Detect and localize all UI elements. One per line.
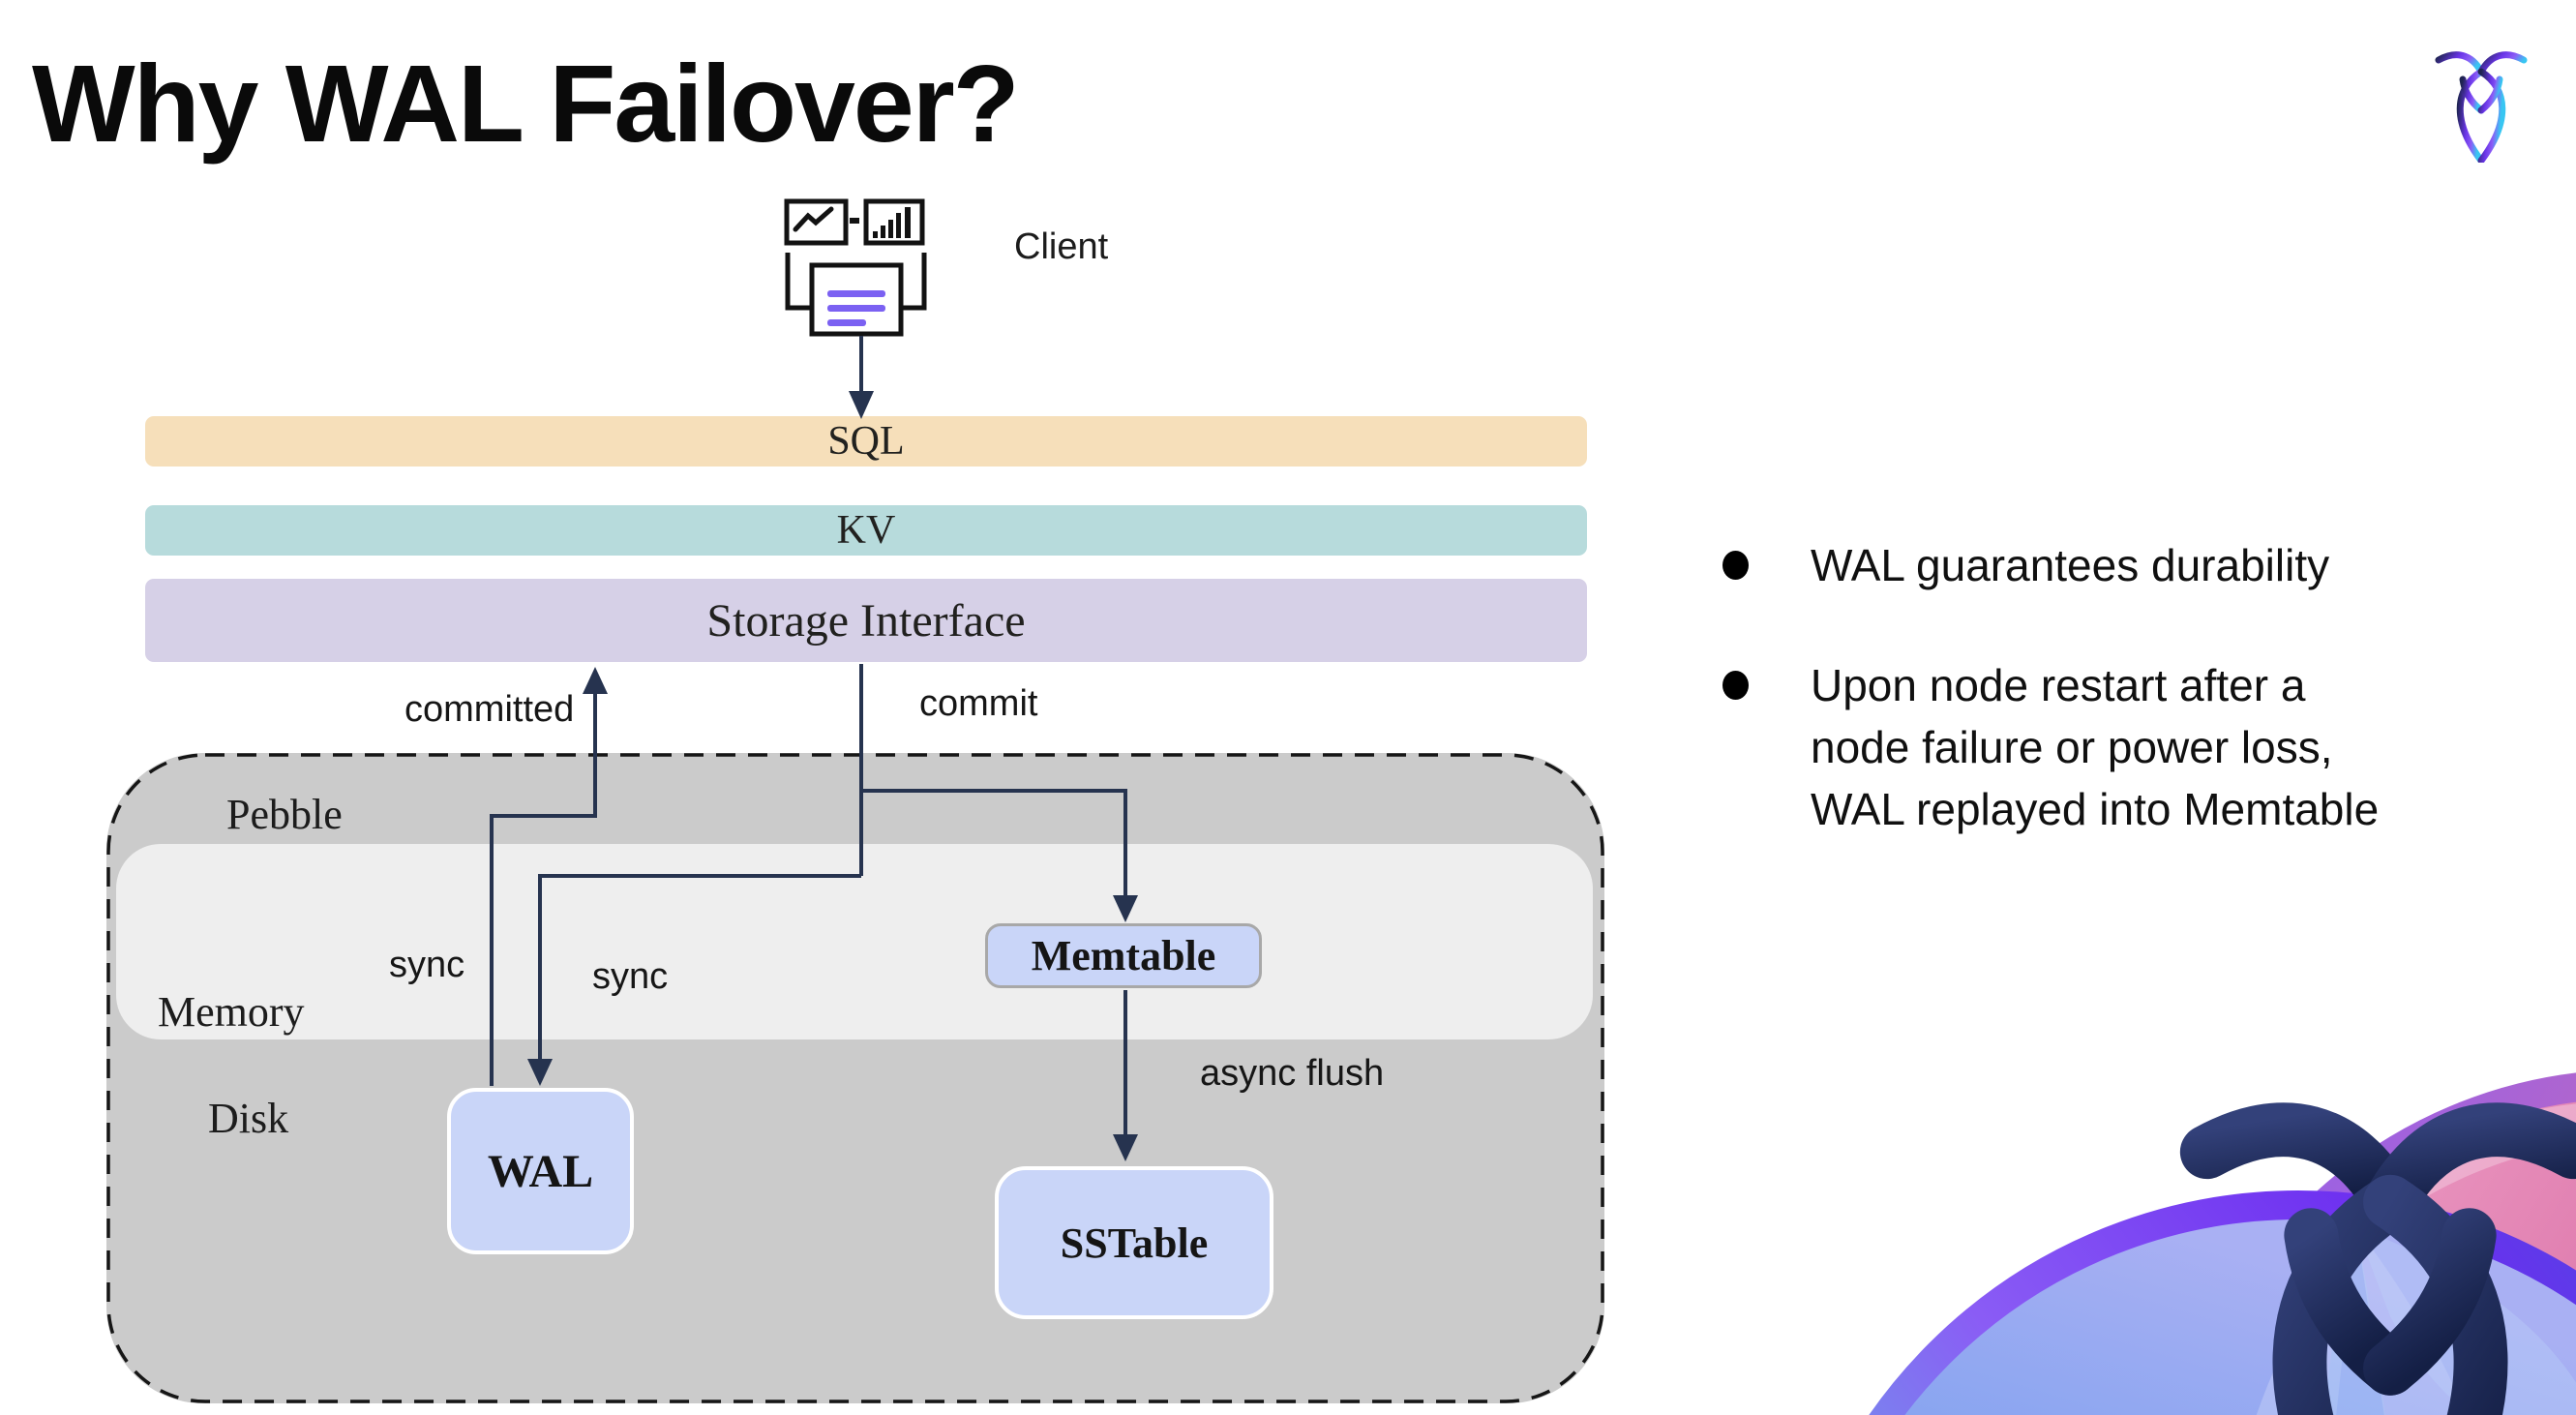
async-flush-label: async flush bbox=[1200, 1053, 1385, 1094]
disk-label: Disk bbox=[208, 1095, 289, 1142]
bullet-dot bbox=[1722, 551, 1749, 580]
sync-right-label: sync bbox=[592, 956, 669, 997]
bullet-item: WAL guarantees durability bbox=[1722, 534, 2576, 596]
memtable-box-label: Memtable bbox=[1031, 932, 1216, 979]
memory-label: Memory bbox=[158, 988, 305, 1036]
cockroach-sphere-art bbox=[1869, 1072, 2576, 1415]
sstable-box: SSTable bbox=[995, 1166, 1273, 1319]
layer-storage-interface-label: Storage Interface bbox=[706, 594, 1026, 647]
memtable-box: Memtable bbox=[985, 923, 1262, 988]
memory-region bbox=[116, 844, 1593, 1039]
bullet-list: WAL guarantees durability Upon node rest… bbox=[1722, 534, 2576, 898]
commit-label: commit bbox=[919, 683, 1038, 724]
page-title: Why WAL Failover? bbox=[32, 43, 1020, 165]
layer-sql-label: SQL bbox=[827, 419, 905, 464]
pebble-label: Pebble bbox=[226, 791, 343, 838]
layer-storage-interface: Storage Interface bbox=[145, 579, 1587, 662]
arrowhead-sql bbox=[849, 391, 874, 419]
bullet-text: Upon node restart after a node failure o… bbox=[1811, 660, 2380, 834]
sync-left-label: sync bbox=[389, 945, 465, 985]
bullet-item: Upon node restart after a node failure o… bbox=[1722, 654, 2576, 840]
sstable-box-label: SSTable bbox=[1060, 1219, 1209, 1267]
bullet-text: WAL guarantees durability bbox=[1811, 540, 2330, 590]
client-label: Client bbox=[1014, 226, 1109, 267]
client-devices-icon bbox=[784, 198, 927, 337]
committed-label: committed bbox=[404, 689, 575, 730]
bullet-dot bbox=[1722, 671, 1749, 700]
cockroachdb-logo-icon bbox=[2435, 51, 2528, 163]
wal-box-label: WAL bbox=[487, 1145, 594, 1197]
wal-box: WAL bbox=[447, 1088, 634, 1254]
layer-kv-label: KV bbox=[836, 508, 896, 553]
layer-kv: KV bbox=[145, 505, 1587, 556]
layer-sql: SQL bbox=[145, 416, 1587, 467]
arrowhead-storage bbox=[583, 667, 608, 694]
